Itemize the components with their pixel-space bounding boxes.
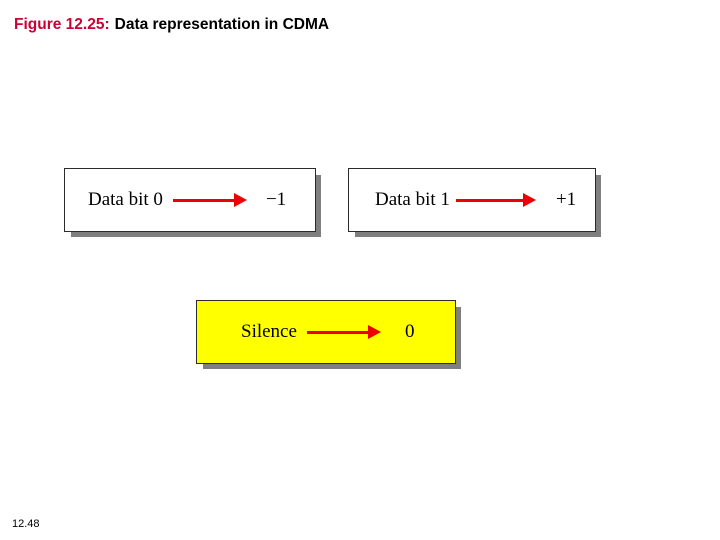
arrow-shaft [172, 198, 235, 202]
figure-caption: Data representation in CDMA [114, 16, 330, 33]
arrow-shaft [455, 198, 524, 202]
box-data-bit-1: Data bit 1 +1 [348, 168, 601, 237]
arrow-head [367, 325, 381, 339]
box-data-bit-0-label: Data bit 0 [88, 189, 163, 210]
box-silence-value: 0 [404, 321, 415, 342]
arrow-head [233, 193, 247, 207]
right-arrow-icon [172, 193, 247, 207]
right-arrow-icon [455, 193, 536, 207]
box-data-bit-0: Data bit 0 −1 [64, 168, 321, 237]
box-data-bit-0-value: −1 [265, 189, 287, 210]
arrow-head [522, 193, 536, 207]
box-silence: Silence 0 [196, 300, 461, 369]
box-silence-label: Silence [241, 321, 297, 342]
right-arrow-icon [306, 325, 381, 339]
box-data-bit-1-label: Data bit 1 [375, 189, 450, 210]
box-data-bit-1-value: +1 [555, 189, 577, 210]
figure-number: Figure 12.25: [14, 16, 110, 33]
slide-number: 12.48 [12, 518, 40, 530]
page-title: Figure 12.25:Data representation in CDMA [14, 16, 329, 34]
arrow-shaft [306, 330, 369, 334]
